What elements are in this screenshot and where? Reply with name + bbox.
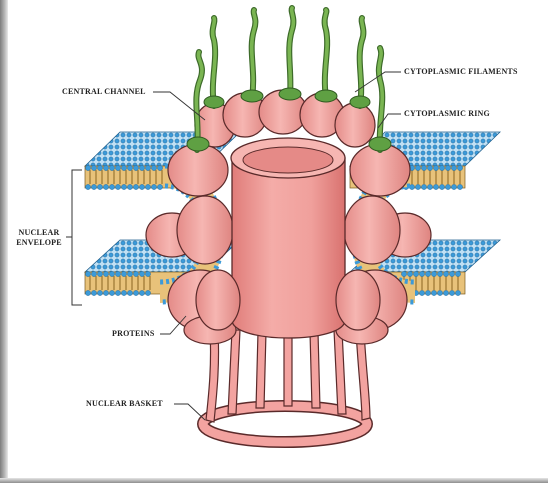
label-nuclear-basket: NUCLEAR BASKET [86, 399, 163, 409]
label-cytoplasmic-ring: CYTOPLASMIC RING [404, 109, 490, 119]
label-proteins: PROTEINS [112, 329, 155, 339]
label-central-channel: CENTRAL CHANNEL [62, 87, 146, 97]
label-nuclear-envelope: NUCLEAR ENVELOPE [14, 228, 64, 248]
central-channel-tube [231, 138, 345, 338]
bracket-icon [66, 170, 82, 305]
nuclear-basket [203, 330, 370, 442]
label-nuclear-envelope-line1: NUCLEAR [19, 228, 60, 237]
label-nuclear-envelope-line2: ENVELOPE [16, 238, 62, 247]
label-cytoplasmic-filaments: CYTOPLASMIC FILAMENTS [404, 67, 518, 77]
